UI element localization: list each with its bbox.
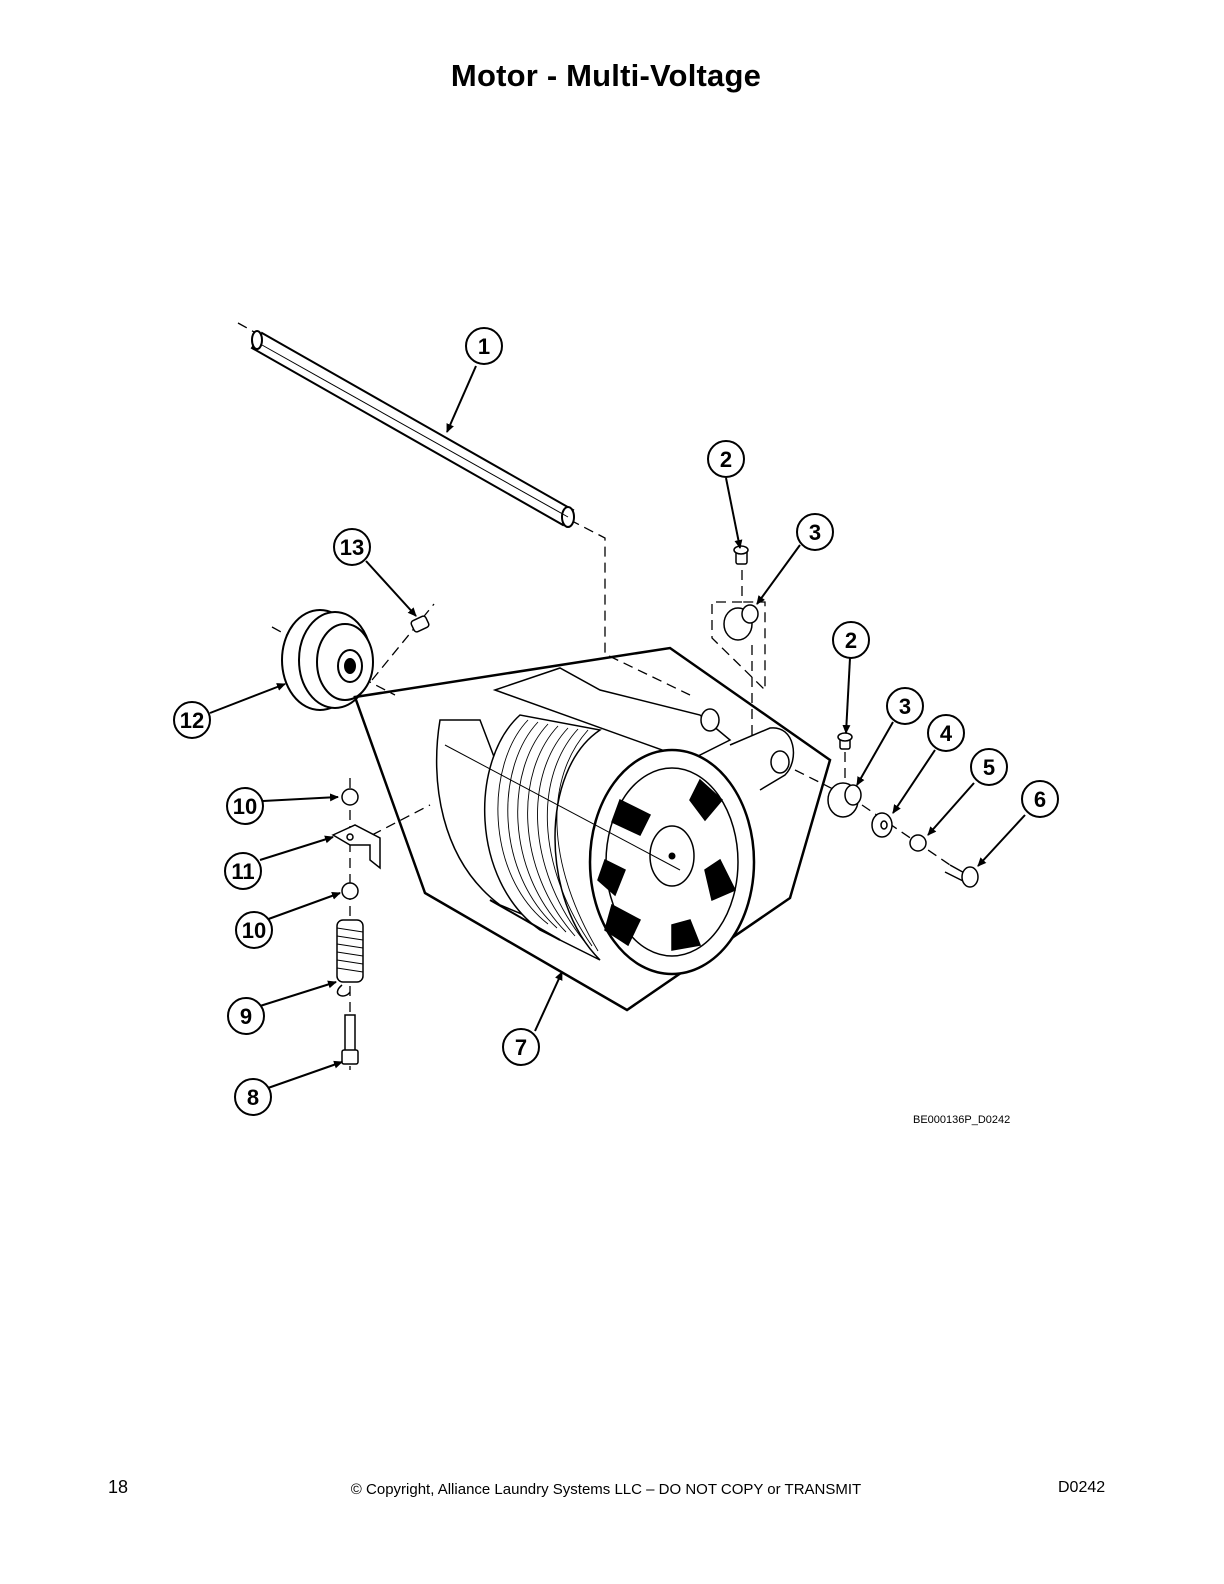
callout-10b: 10 — [235, 911, 273, 949]
page-title: Motor - Multi-Voltage — [450, 58, 762, 93]
callout-4: 4 — [927, 714, 965, 752]
callout-label: 4 — [940, 721, 953, 746]
callout-9: 9 — [227, 997, 265, 1035]
callout-3: 3 — [796, 513, 834, 551]
callout-2b: 2 — [832, 621, 870, 659]
callout-label: 10 — [242, 918, 266, 943]
callout-6: 6 — [1021, 780, 1059, 818]
callout-8: 8 — [234, 1078, 272, 1116]
callout-label: 13 — [340, 535, 364, 560]
callout-label: 3 — [809, 520, 821, 545]
leader-lines — [209, 365, 1026, 1089]
right-hardware — [723, 545, 979, 888]
callout-12: 12 — [173, 701, 211, 739]
callout-2: 2 — [707, 440, 745, 478]
callout-label: 5 — [983, 755, 995, 780]
callout-label: 10 — [233, 794, 257, 819]
document-id: D0242 — [1058, 1479, 1106, 1496]
callout-label: 1 — [478, 334, 490, 359]
callout-13: 13 — [333, 528, 371, 566]
set-screw — [410, 615, 430, 633]
callout-label: 12 — [180, 708, 204, 733]
callout-3b: 3 — [886, 687, 924, 725]
callout-7: 7 — [502, 1028, 540, 1066]
callout-label: 8 — [247, 1085, 259, 1110]
callout-label: 11 — [231, 859, 254, 884]
callout-label: 9 — [240, 1004, 252, 1029]
page-number: 18 — [108, 1477, 129, 1497]
callout-5: 5 — [970, 748, 1008, 786]
motor-shaft — [250, 330, 575, 528]
drawing-code: BE000136P_D0242 — [913, 1114, 1011, 1126]
motor-assembly — [353, 646, 832, 1012]
callout-label: 7 — [515, 1035, 527, 1060]
callout-label: 6 — [1034, 787, 1046, 812]
callout-11: 11 — [224, 852, 262, 890]
copyright-notice: © Copyright, Alliance Laundry Systems LL… — [350, 1481, 862, 1498]
motor-pulley — [281, 609, 374, 711]
callout-1: 1 — [465, 327, 503, 365]
callout-label: 3 — [899, 694, 911, 719]
left-hardware — [331, 788, 381, 1065]
callout-label: 2 — [845, 628, 857, 653]
callout-label: 2 — [720, 447, 732, 472]
callout-10: 10 — [226, 787, 264, 825]
